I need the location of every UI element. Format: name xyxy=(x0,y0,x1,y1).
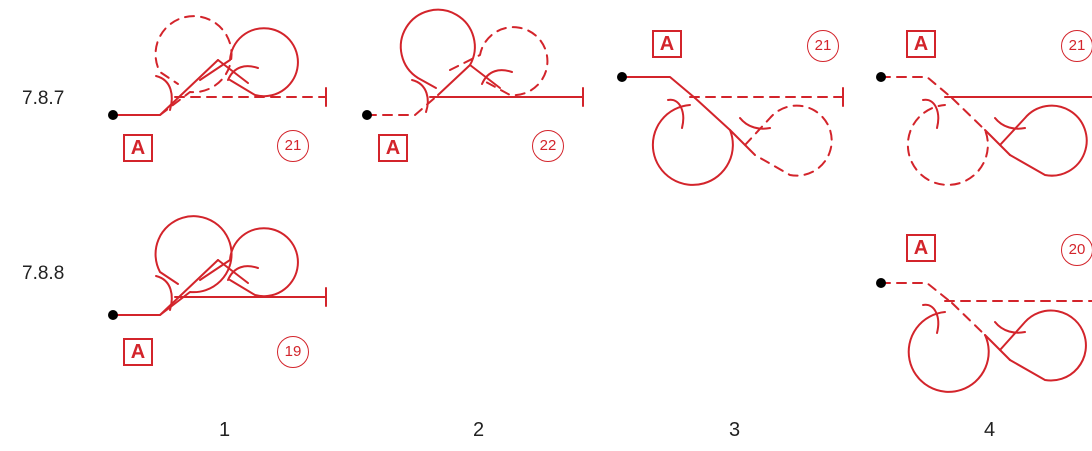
step-number-badge: 21 xyxy=(277,130,309,162)
start-box-a: A xyxy=(123,134,153,162)
start-dot xyxy=(108,310,118,320)
start-dot xyxy=(362,110,372,120)
start-box-a: A xyxy=(378,134,408,162)
row-label-7-8-8: 7.8.8 xyxy=(22,263,65,284)
step-number-badge: 20 xyxy=(1061,234,1092,266)
step-number-badge: 21 xyxy=(807,30,839,62)
start-box-a: A xyxy=(906,234,936,262)
start-box-a: A xyxy=(906,30,936,58)
start-box-a: A xyxy=(123,338,153,366)
row-label-7-8-7: 7.8.7 xyxy=(22,88,65,109)
start-dot xyxy=(617,72,627,82)
start-box-a: A xyxy=(652,30,682,58)
column-label-3: 3 xyxy=(729,419,741,441)
start-dot xyxy=(876,278,886,288)
column-label-4: 4 xyxy=(984,419,996,441)
start-dot xyxy=(876,72,886,82)
step-number-badge: 19 xyxy=(277,336,309,368)
column-label-1: 1 xyxy=(219,419,231,441)
step-number-badge: 22 xyxy=(532,130,564,162)
start-dot xyxy=(108,110,118,120)
column-label-2: 2 xyxy=(473,419,485,441)
step-number-badge: 21 xyxy=(1061,30,1092,62)
